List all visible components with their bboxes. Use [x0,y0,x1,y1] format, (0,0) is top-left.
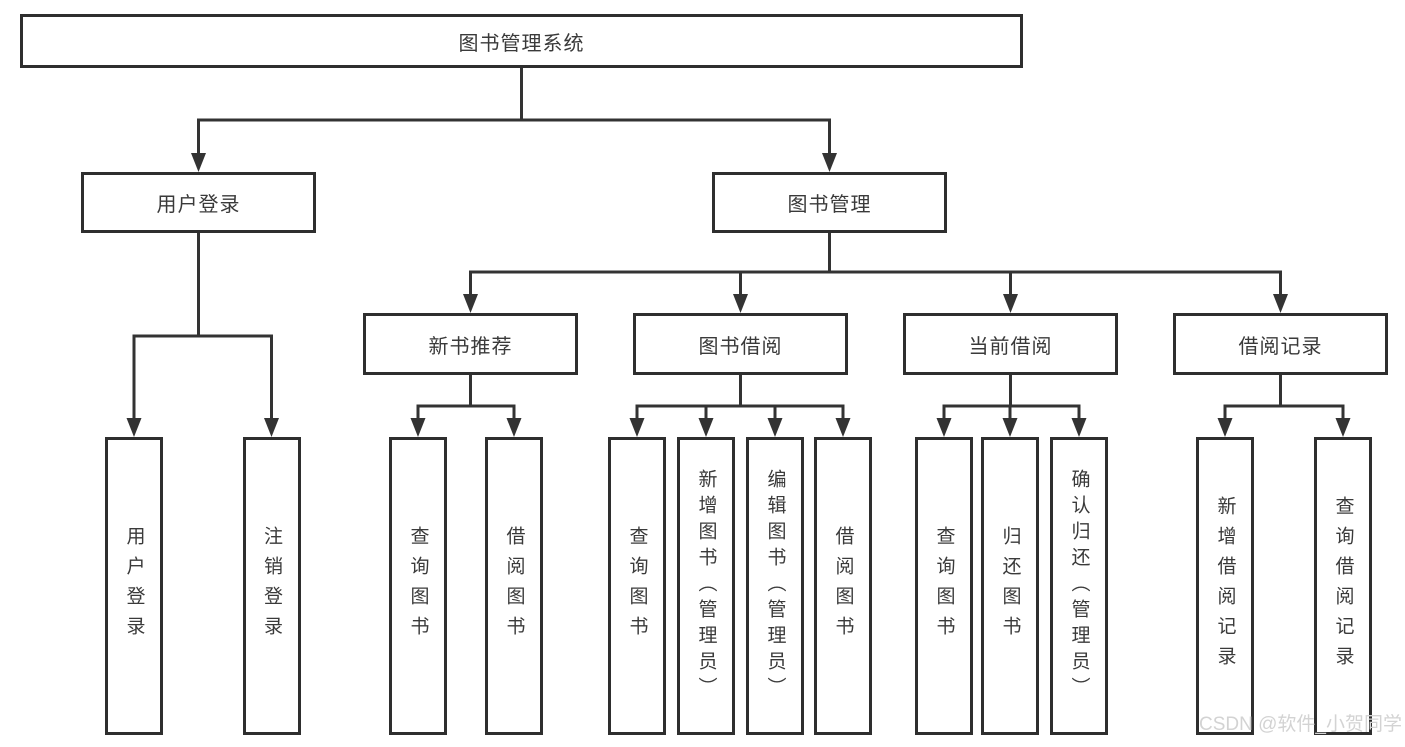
leaf-query-book-current: 查询图书 [915,437,973,735]
node-borrow-records-label: 借阅记录 [1238,335,1323,358]
leaf-query-borrow-record: 查询借阅记录 [1314,437,1372,735]
leaf-user-login-label: 用户登录 [123,526,145,646]
leaf-borrow-book: 借阅图书 [814,437,872,735]
node-current-borrow-label: 当前借阅 [968,335,1053,358]
node-new-book-recommend: 新书推荐 [363,313,578,375]
leaf-user-login: 用户登录 [105,437,163,735]
node-book-management-label: 图书管理 [787,194,872,216]
watermark: CSDN @软件_小贺同学 [1199,714,1402,735]
node-root-label: 图书管理系统 [458,32,585,55]
leaf-add-book-admin-label: 新增图书（管理员） [695,469,717,703]
leaf-borrow-book-recommend-label: 借阅图书 [503,526,525,646]
leaf-borrow-book-recommend: 借阅图书 [485,437,543,735]
node-user-login: 用户登录 [81,172,316,233]
leaf-query-book-recommend-label: 查询图书 [407,526,429,646]
leaf-return-book: 归还图书 [981,437,1039,735]
node-book-borrow-label: 图书借阅 [698,335,783,358]
leaf-query-book-recommend: 查询图书 [389,437,447,735]
leaf-edit-book-admin-label: 编辑图书（管理员） [764,469,786,703]
leaf-query-book-borrow-label: 查询图书 [626,526,648,646]
leaf-add-borrow-record-label: 新增借阅记录 [1214,496,1236,676]
node-current-borrow: 当前借阅 [903,313,1118,375]
node-new-book-recommend-label: 新书推荐 [428,335,513,358]
node-user-login-label: 用户登录 [156,194,241,216]
node-book-borrow: 图书借阅 [633,313,848,375]
node-book-management: 图书管理 [712,172,947,233]
node-borrow-records: 借阅记录 [1173,313,1388,375]
leaf-logout: 注销登录 [242,437,301,735]
leaf-add-book-admin: 新增图书（管理员） [677,437,735,735]
leaf-confirm-return-admin-label: 确认归还（管理员） [1068,469,1090,703]
node-root: 图书管理系统 [20,14,1023,68]
leaf-edit-book-admin: 编辑图书（管理员） [746,437,804,735]
leaf-query-book-borrow: 查询图书 [608,437,666,735]
leaf-add-borrow-record: 新增借阅记录 [1196,437,1254,735]
leaf-query-book-current-label: 查询图书 [933,526,955,646]
leaf-query-borrow-record-label: 查询借阅记录 [1332,496,1354,676]
leaf-borrow-book-label: 借阅图书 [832,526,854,646]
leaf-confirm-return-admin: 确认归还（管理员） [1050,437,1108,735]
leaf-return-book-label: 归还图书 [999,526,1021,646]
leaf-logout-label: 注销登录 [261,526,282,646]
